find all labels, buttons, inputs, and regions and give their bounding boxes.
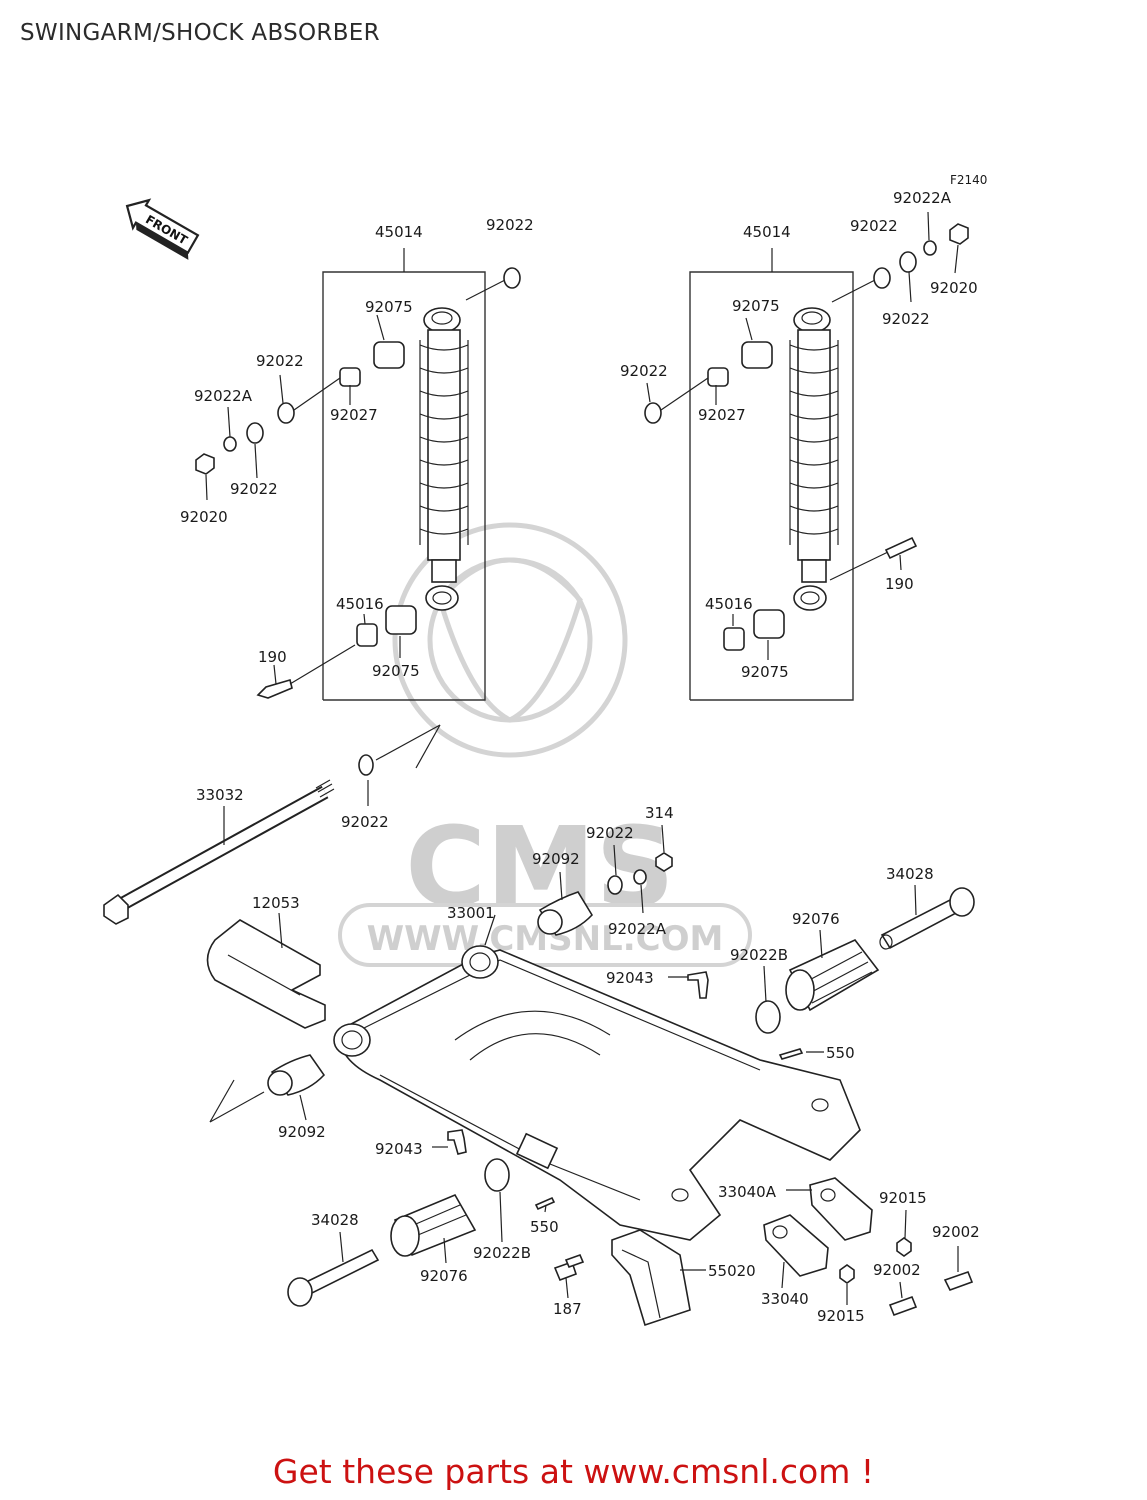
label-33040: 33040 <box>761 1290 809 1308</box>
label-92020-left: 92020 <box>180 508 228 526</box>
label-92022-washer: 92022 <box>586 824 634 842</box>
label-190-left: 190 <box>258 648 287 666</box>
label-92075-left-top: 92075 <box>365 298 413 316</box>
label-92022b-upper: 92022B <box>730 946 788 964</box>
label-92075-right-top: 92075 <box>732 297 780 315</box>
label-314: 314 <box>645 804 674 822</box>
label-45016-right: 45016 <box>705 595 753 613</box>
part-labels: 45014 92022 92075 92022 92022A 92027 920… <box>180 189 980 1325</box>
page-title: SWINGARM/SHOCK ABSORBER <box>20 20 380 46</box>
label-92043-lower: 92043 <box>375 1140 423 1158</box>
label-12053: 12053 <box>252 894 300 912</box>
label-92076-upper: 92076 <box>792 910 840 928</box>
front-arrow-icon: FRONT <box>125 198 200 260</box>
label-92020-right: 92020 <box>930 279 978 297</box>
label-92027-left: 92027 <box>330 406 378 424</box>
label-92075-right-bottom: 92075 <box>741 663 789 681</box>
shock-absorber-right <box>644 211 969 701</box>
label-34028-upper: 34028 <box>886 865 934 883</box>
label-92015-upper: 92015 <box>879 1189 927 1207</box>
label-92022a-right: 92022A <box>893 189 952 207</box>
label-92092-lower: 92092 <box>278 1123 326 1141</box>
label-92027-right: 92027 <box>698 406 746 424</box>
label-92022a-left: 92022A <box>194 387 253 405</box>
label-92002-upper: 92002 <box>932 1223 980 1241</box>
label-190-right: 190 <box>885 575 914 593</box>
label-550-upper: 550 <box>826 1044 855 1062</box>
shock-absorber-left <box>195 248 521 701</box>
label-33032: 33032 <box>196 786 244 804</box>
label-92022-left-low: 92022 <box>230 480 278 498</box>
label-55020: 55020 <box>708 1262 756 1280</box>
label-92015-lower: 92015 <box>817 1307 865 1325</box>
label-92022-right-left: 92022 <box>620 362 668 380</box>
label-92022-right-top: 92022 <box>850 217 898 235</box>
label-550-lower: 550 <box>530 1218 559 1236</box>
swingarm-assembly <box>103 724 975 1327</box>
label-92022a-center: 92022A <box>608 920 667 938</box>
promo-link[interactable]: Get these parts at www.cmsnl.com ! <box>272 1452 875 1491</box>
label-92022-left-mid: 92022 <box>256 352 304 370</box>
label-33001: 33001 <box>447 904 495 922</box>
label-92002-lower: 92002 <box>873 1261 921 1279</box>
label-187: 187 <box>553 1300 582 1318</box>
label-92076-lower: 92076 <box>420 1267 468 1285</box>
label-34028-lower: 34028 <box>311 1211 359 1229</box>
label-92043-upper: 92043 <box>606 969 654 987</box>
label-92022-right-mid: 92022 <box>882 310 930 328</box>
cms-watermark: CMS WWW.CMSNL.COM <box>338 522 752 967</box>
label-92092-upper: 92092 <box>532 850 580 868</box>
label-92022b-lower: 92022B <box>473 1244 531 1262</box>
label-92022-left-top: 92022 <box>486 216 534 234</box>
label-92075-left-bottom: 92075 <box>372 662 420 680</box>
label-45014-right: 45014 <box>743 223 791 241</box>
label-45016-left: 45016 <box>336 595 384 613</box>
label-45014-left: 45014 <box>375 223 423 241</box>
label-92022-center: 92022 <box>341 813 389 831</box>
label-33040a: 33040A <box>718 1183 777 1201</box>
figure-code: F2140 <box>950 173 987 187</box>
